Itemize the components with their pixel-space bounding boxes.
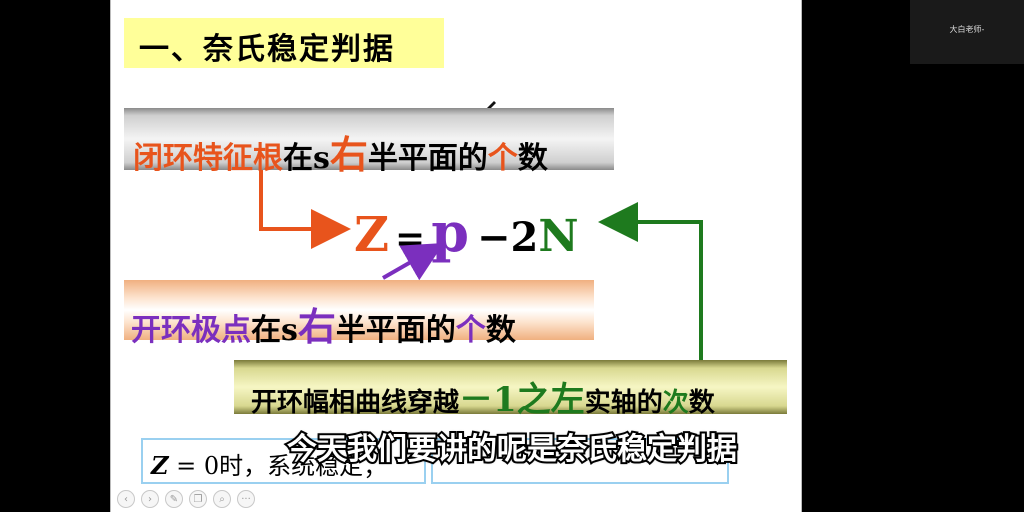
encirclement-label: 开环幅相曲线穿越－1之左实轴的次数 xyxy=(251,372,715,421)
text-segment: 半平面的 xyxy=(367,141,488,176)
condition-text: = 0时，系统稳定； xyxy=(168,452,388,480)
title-highlight xyxy=(124,18,444,68)
text-segment: 次 xyxy=(662,388,689,418)
more-button[interactable]: ··· xyxy=(237,490,255,508)
condition-box-right xyxy=(431,438,729,484)
text-segment: 在s xyxy=(251,313,298,348)
slide-title: 一、奈氏稳定判据 xyxy=(139,32,395,67)
text-segment: 开环幅相曲线穿越 xyxy=(251,388,460,418)
text-segment: 极点 xyxy=(191,313,251,348)
zoom-button[interactable]: ⌕ xyxy=(213,490,231,508)
text-segment: 特征根 xyxy=(193,141,283,176)
open-loop-poles-label: 开环极点在s右半平面的个数 xyxy=(131,296,516,351)
copy-button[interactable]: ❐ xyxy=(189,490,207,508)
formula-n: N xyxy=(538,211,579,262)
text-segment: 右 xyxy=(297,304,336,349)
text-segment: 实轴的 xyxy=(584,388,663,418)
encirclement-box xyxy=(234,360,787,414)
text-segment: 数 xyxy=(688,388,715,418)
stability-condition: Z = 0时，系统稳定； xyxy=(151,446,387,481)
nyquist-formula: Z=p−2N xyxy=(354,200,579,264)
text-segment: 个 xyxy=(487,141,518,176)
formula-z: Z xyxy=(354,207,390,263)
text-segment: 闭环 xyxy=(133,141,193,176)
open-loop-poles-box xyxy=(124,280,594,340)
purple-arrow xyxy=(382,243,444,281)
prev-slide-button[interactable]: ‹ xyxy=(117,490,135,508)
condition-box-left xyxy=(141,438,426,484)
condition-variable: Z xyxy=(151,451,169,480)
text-segment: 数 xyxy=(485,313,516,348)
text-segment: 开环 xyxy=(131,313,191,348)
slide: 一、奈氏稳定判据 闭环特征根在s右半平面的个数 Z=p−2N 开环极点在s右半平… xyxy=(110,0,802,512)
closed-loop-roots-label: 闭环特征根在s右半平面的个数 xyxy=(133,124,548,179)
connector-arrows xyxy=(259,170,703,360)
green-arrow xyxy=(598,202,703,360)
slide-toolbar: ‹ › ✎ ❐ ⌕ ··· xyxy=(117,490,255,508)
video-subtitle: 今天我们要讲的呢是奈氏稳定判据 xyxy=(285,430,739,469)
next-slide-button[interactable]: › xyxy=(141,490,159,508)
formula-two: 2 xyxy=(510,214,539,261)
text-segment: 数 xyxy=(517,141,548,176)
teacher-video-panel: 大白老师- xyxy=(910,0,1024,64)
text-segment: －1之左 xyxy=(459,380,585,420)
pen-tool-button[interactable]: ✎ xyxy=(165,490,183,508)
formula-minus: − xyxy=(476,214,511,261)
text-segment: 右 xyxy=(329,132,368,177)
orange-arrow xyxy=(259,170,351,249)
text-segment: 在s xyxy=(283,141,330,176)
teacher-name: 大白老师- xyxy=(949,25,985,34)
text-segment: 个 xyxy=(455,313,486,348)
text-segment: 半平面的 xyxy=(335,313,456,348)
closed-loop-roots-box xyxy=(124,108,614,170)
